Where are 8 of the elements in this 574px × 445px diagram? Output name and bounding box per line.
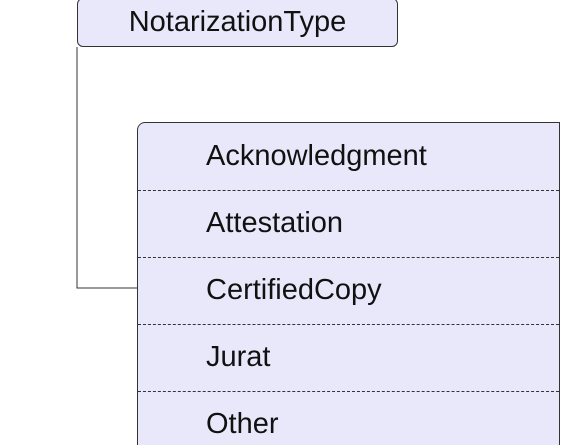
- enum-row: Jurat: [138, 324, 559, 391]
- type-box: NotarizationType: [77, 0, 398, 47]
- enum-row: CertifiedCopy: [138, 257, 559, 324]
- enum-row: Other: [138, 391, 559, 445]
- enum-list-box: [137, 122, 560, 445]
- enum-row: Acknowledgment: [138, 123, 559, 190]
- connector-line: [76, 46, 138, 288]
- enum-row: Attestation: [138, 190, 559, 257]
